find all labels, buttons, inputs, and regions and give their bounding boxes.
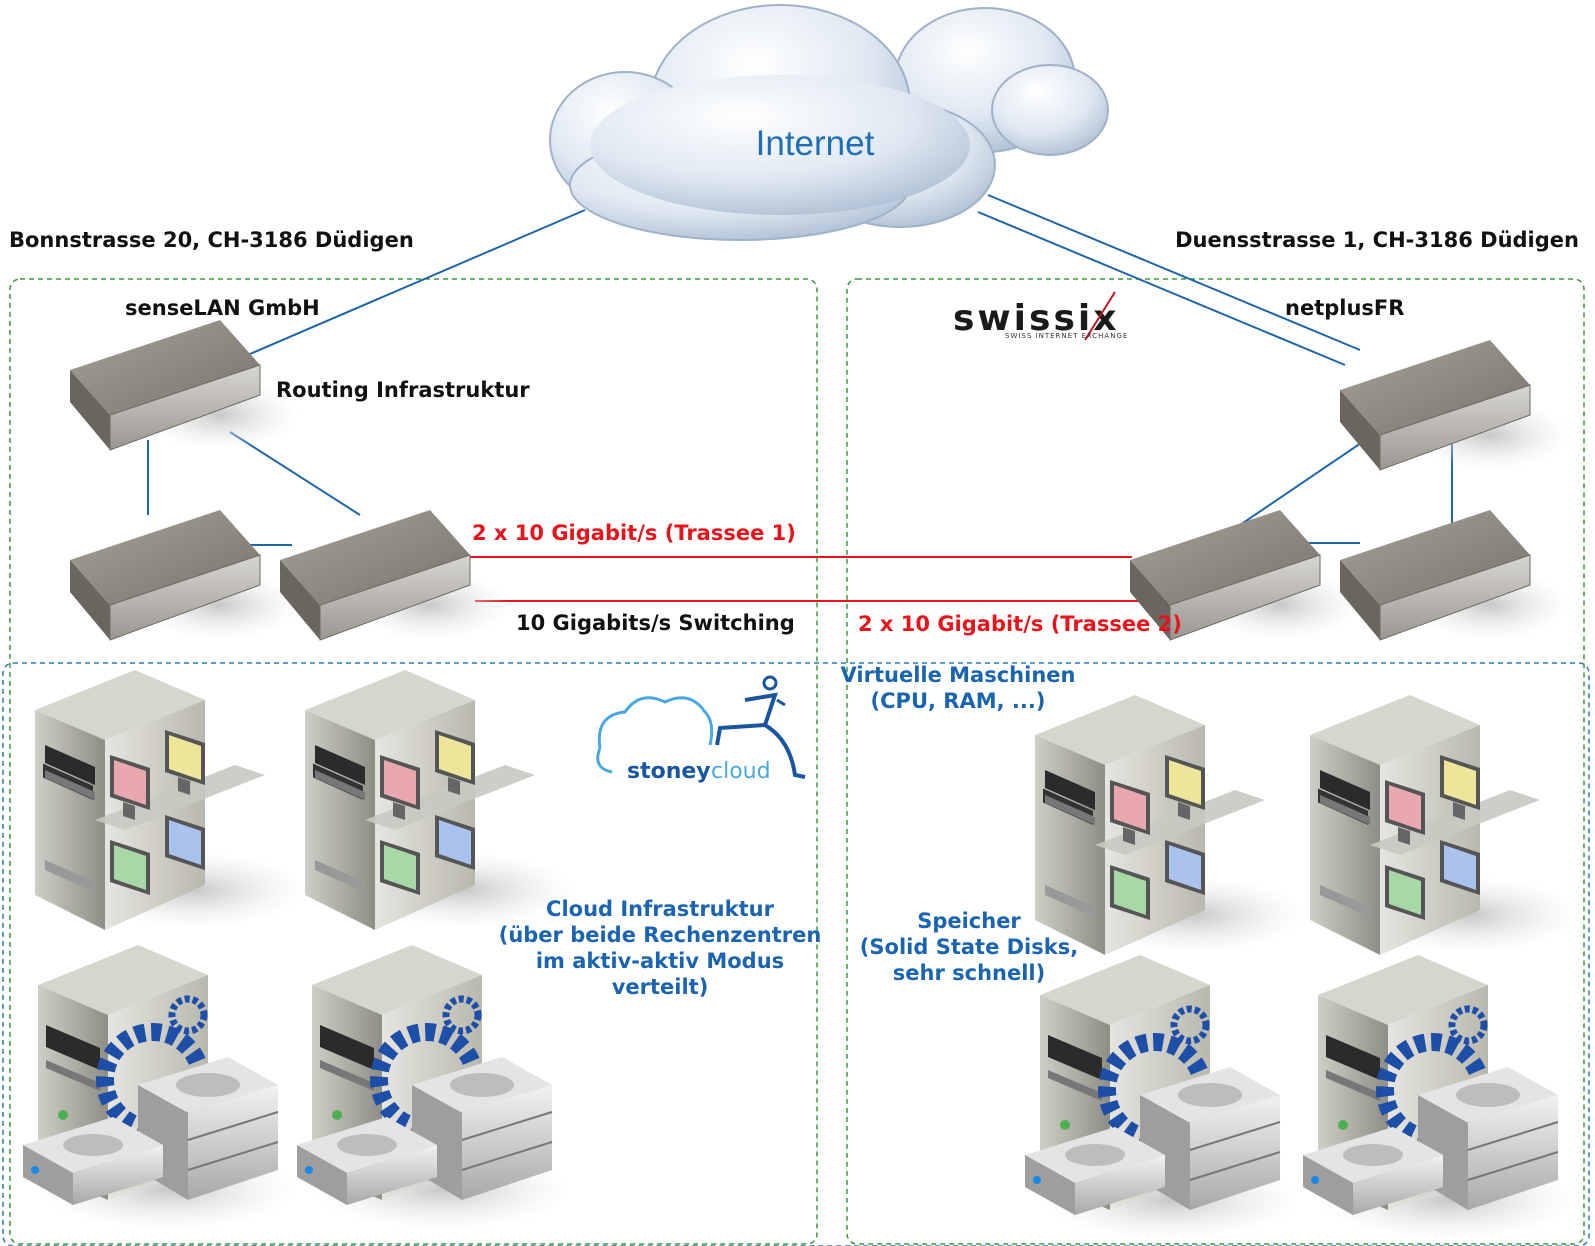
link-internet-right-router-b [977, 211, 1346, 366]
senselan-label: senseLAN GmbH [125, 296, 320, 320]
stoney-word: stoney [627, 759, 711, 784]
router-icon [69, 319, 301, 451]
cloud-infrastructure-region [2, 662, 1590, 1246]
vm-server-icon [35, 670, 305, 930]
right-site-address: Duensstrasse 1, CH-3186 Düdigen [1175, 228, 1579, 252]
cloud-word: cloud [711, 759, 771, 784]
storage-label: Speicher (Solid State Disks, sehr schnel… [860, 908, 1078, 986]
link-internet-left-router [221, 209, 586, 367]
cloud-icon [549, 4, 1109, 241]
left-site-address: Bonnstrasse 20, CH-3186 Düdigen [9, 228, 414, 252]
cloud-infra-label: Cloud Infrastruktur (über beide Rechenze… [499, 896, 822, 1000]
vm-server-icon [305, 670, 575, 930]
trassee-2-label: 2 x 10 Gigabit/s (Trassee 2) [858, 612, 1182, 636]
swissix-logo: swissix SWISS INTERNET EXCHANGE [953, 291, 1128, 341]
vm-label: Virtuelle Maschinen (CPU, RAM, ...) [841, 662, 1076, 714]
storage-line1: Speicher [917, 909, 1021, 933]
link-internet-right-router-a [987, 194, 1361, 351]
internet-label: Internet [756, 124, 875, 163]
routing-label: Routing Infrastruktur [276, 378, 530, 402]
storage-server-icon [23, 945, 298, 1230]
netplus-label: netplusFR [1285, 296, 1405, 320]
cloud-infra-line4: verteilt) [611, 975, 709, 999]
stoney-cloud-logo: stoney cloud [596, 675, 806, 784]
trassee-1-label: 2 x 10 Gigabit/s (Trassee 1) [472, 521, 796, 545]
vm-server-icon [1310, 695, 1580, 955]
cloud-infra-line3: im aktiv-aktiv Modus [535, 949, 785, 973]
switch-icon [69, 509, 301, 641]
switching-label: 10 Gigabits/s Switching [516, 611, 795, 635]
storage-line3: sehr schnell) [892, 961, 1046, 985]
cloud-infra-line1: Cloud Infrastruktur [546, 897, 774, 921]
router-icon [1339, 339, 1571, 471]
trassee-links [448, 556, 1170, 602]
vm-label-line1: Virtuelle Maschinen [840, 663, 1076, 687]
storage-server-icon [1025, 955, 1300, 1240]
swissix-subtitle: SWISS INTERNET EXCHANGE [1005, 332, 1128, 340]
storage-line2: (Solid State Disks, [859, 935, 1079, 959]
vm-label-line2: (CPU, RAM, ...) [870, 689, 1046, 713]
storage-server-icon [1303, 955, 1578, 1240]
right-site-region [846, 278, 1585, 1245]
cloud-infra-line2: (über beide Rechenzentren [498, 923, 822, 947]
switch-icon [1339, 509, 1571, 641]
